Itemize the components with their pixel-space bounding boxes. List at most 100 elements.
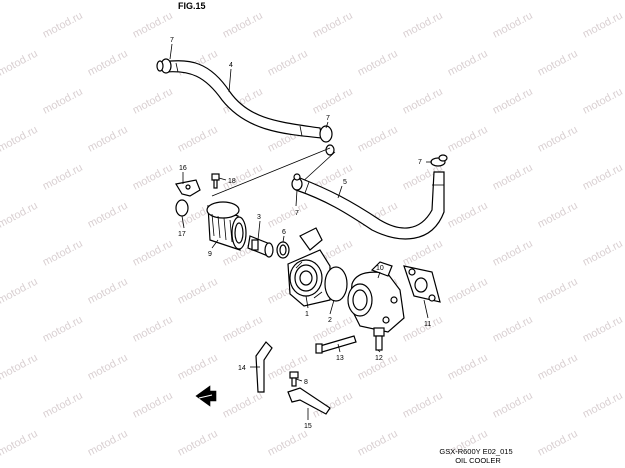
- watermark: motod.ru: [0, 200, 40, 231]
- watermark: motod.ru: [581, 238, 625, 269]
- callout-2: 2: [328, 317, 332, 324]
- callout-7-mid: 7: [326, 115, 330, 122]
- watermark: motod.ru: [266, 48, 310, 79]
- callout-17: 17: [178, 231, 186, 238]
- watermark: motod.ru: [41, 314, 85, 345]
- figure-label: FIG.15: [178, 1, 206, 11]
- watermark: motod.ru: [0, 0, 40, 3]
- watermark: motod.ru: [221, 10, 265, 41]
- watermark: motod.ru: [86, 0, 130, 3]
- watermark: motod.ru: [176, 124, 220, 155]
- watermark: motod.ru: [446, 276, 490, 307]
- bolt-12: [373, 327, 385, 351]
- callout-12: 12: [375, 355, 383, 362]
- watermark: motod.ru: [446, 124, 490, 155]
- o-ring-6: [276, 241, 290, 259]
- watermark: motod.ru: [86, 48, 130, 79]
- leader-lines: [169, 43, 432, 420]
- watermark: motod.ru: [356, 48, 400, 79]
- callout-14: 14: [238, 365, 246, 372]
- hose-5: [295, 171, 445, 240]
- watermark: motod.ru: [401, 314, 445, 345]
- watermark: motod.ru: [446, 0, 490, 3]
- watermark: motod.ru: [401, 238, 445, 269]
- watermark: motod.ru: [266, 200, 310, 231]
- callout-7-top: 7: [170, 37, 174, 44]
- watermark: motod.ru: [491, 390, 535, 421]
- callout-10: 10: [376, 265, 384, 272]
- clamp-7-hose5-top: [430, 154, 448, 167]
- callout-16: 16: [179, 165, 187, 172]
- watermark: motod.ru: [446, 352, 490, 383]
- clamp-7-top: [156, 58, 172, 74]
- bolt-8: [289, 371, 299, 387]
- callout-9: 9: [208, 251, 212, 258]
- watermark: motod.ru: [41, 10, 85, 41]
- watermark: motod.ru: [0, 352, 40, 383]
- watermark: motod.ru: [356, 0, 400, 3]
- watermark: motod.ru: [221, 390, 265, 421]
- watermark: motod.ru: [311, 10, 355, 41]
- watermark: motod.ru: [131, 86, 175, 117]
- callout-3: 3: [257, 214, 261, 221]
- watermark: motod.ru: [446, 48, 490, 79]
- gasket-11: [403, 265, 441, 303]
- watermark: motod.ru: [86, 276, 130, 307]
- callouts: 7 4 7 7 5 7 16 18 17 9 3 6 1 2 10 11 12 …: [170, 37, 431, 430]
- clamp-14: [255, 341, 273, 393]
- callout-4: 4: [229, 62, 233, 69]
- watermark: motod.ru: [131, 314, 175, 345]
- watermark: motod.ru: [536, 48, 580, 79]
- callout-7-lower: 7: [295, 210, 299, 217]
- watermark: motod.ru: [536, 124, 580, 155]
- callout-18: 18: [228, 178, 236, 185]
- gasket-17: [175, 199, 189, 217]
- watermark: motod.ru: [131, 10, 175, 41]
- callout-6: 6: [282, 229, 286, 236]
- front-arrow-icon: [195, 385, 217, 407]
- oil-filter-9: [206, 201, 247, 251]
- watermark: motod.ru: [0, 276, 40, 307]
- watermark: motod.ru: [581, 314, 625, 345]
- watermark: motod.ru: [536, 428, 580, 459]
- watermark: motod.ru: [41, 238, 85, 269]
- watermark: motod.ru: [356, 428, 400, 459]
- watermark: motod.ru: [536, 352, 580, 383]
- watermark: motod.ru: [86, 124, 130, 155]
- watermark: motod.ru: [0, 124, 40, 155]
- watermark: motod.ru: [401, 86, 445, 117]
- watermark: motod.ru: [491, 86, 535, 117]
- watermark: motod.ru: [581, 86, 625, 117]
- watermark: motod.ru: [86, 352, 130, 383]
- watermark: motod.ru: [266, 0, 310, 3]
- watermark: motod.ru: [356, 124, 400, 155]
- watermark: motod.ru: [86, 428, 130, 459]
- watermark: motod.ru: [311, 86, 355, 117]
- watermark: motod.ru: [266, 428, 310, 459]
- watermark: motod.ru: [491, 314, 535, 345]
- watermark: motod.ru: [401, 390, 445, 421]
- union-bolt-3: [247, 235, 274, 258]
- callout-11: 11: [424, 321, 431, 328]
- callout-8: 8: [304, 379, 308, 386]
- watermark: motod.ru: [266, 352, 310, 383]
- watermark: motod.ru: [0, 428, 40, 459]
- oil-cooler-1: [287, 227, 331, 307]
- o-ring-2: [324, 266, 348, 302]
- watermark: motod.ru: [446, 200, 490, 231]
- watermark: motod.ru: [491, 10, 535, 41]
- watermark: motod.ru: [581, 10, 625, 41]
- watermark: motod.ru: [0, 48, 40, 79]
- cooler-cover-10: [347, 261, 405, 333]
- watermark: motod.ru: [536, 276, 580, 307]
- watermark: motod.ru: [491, 162, 535, 193]
- watermark: motod.ru: [86, 200, 130, 231]
- callout-13: 13: [336, 355, 344, 362]
- watermark: motod.ru: [581, 390, 625, 421]
- watermark: motod.ru: [131, 238, 175, 269]
- watermark: motod.ru: [131, 390, 175, 421]
- watermark: motod.ru: [176, 352, 220, 383]
- watermark: motod.ru: [176, 276, 220, 307]
- watermark: motod.ru: [536, 200, 580, 231]
